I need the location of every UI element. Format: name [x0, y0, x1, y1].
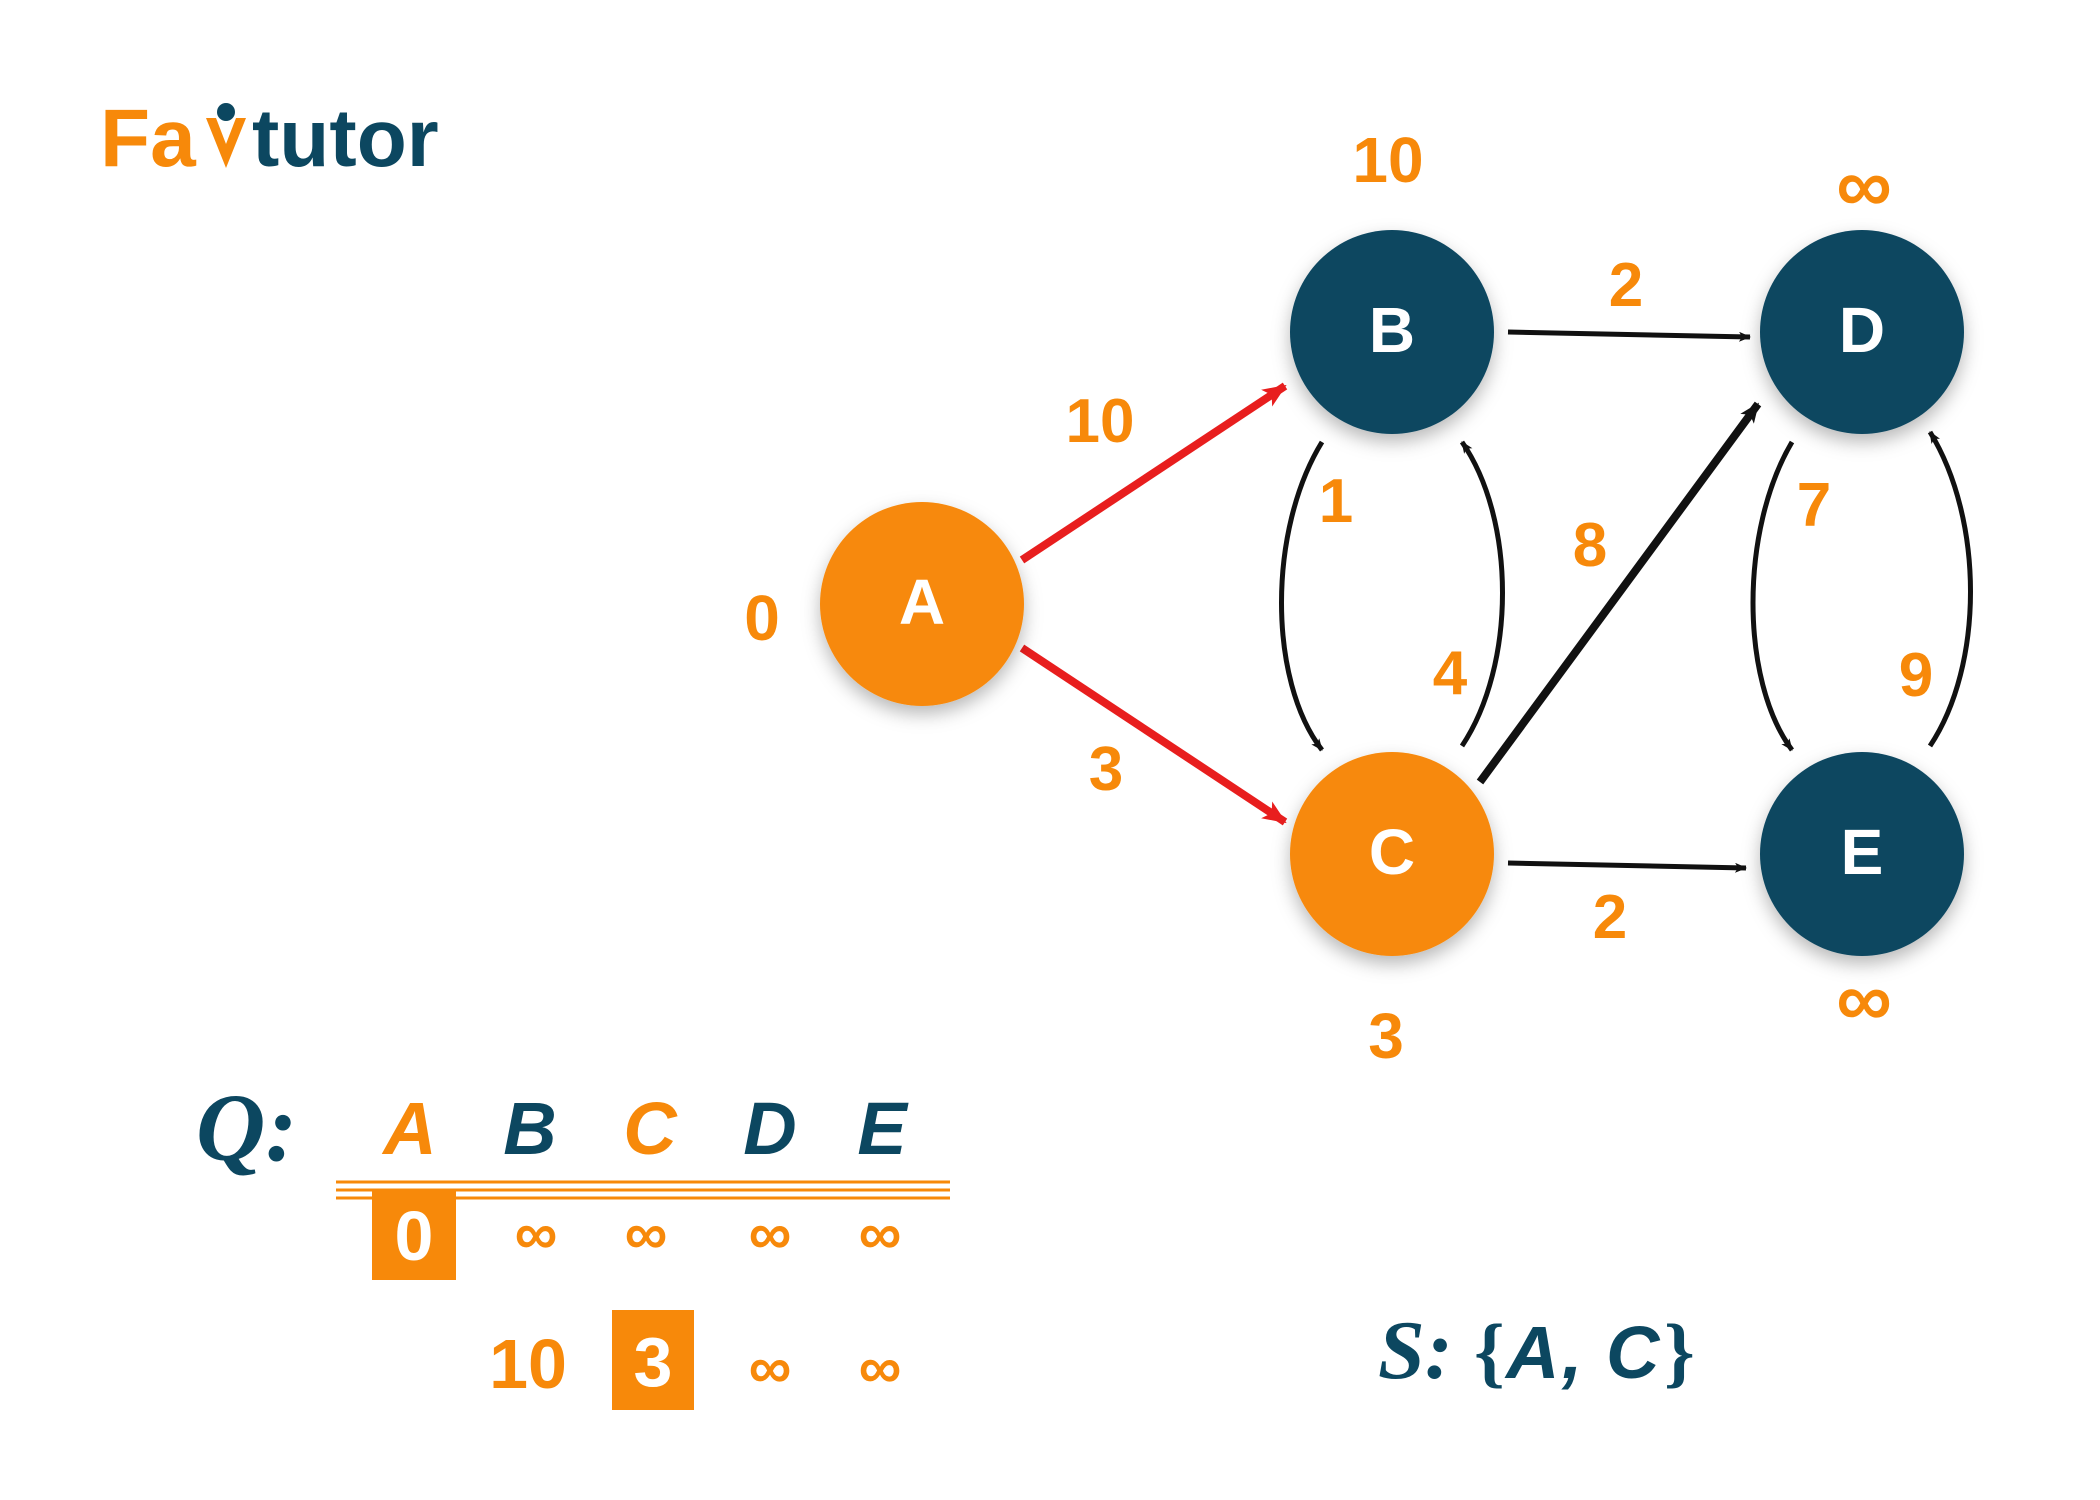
node-c: C: [1290, 752, 1494, 956]
node-d: D: [1760, 230, 1964, 434]
queue-header-d: D: [743, 1087, 796, 1170]
visited-set: S: { A , C }: [1378, 1304, 1695, 1397]
weight-b-c: 1: [1319, 467, 1353, 536]
queue-row-1-selected-box: [372, 1190, 456, 1280]
node-e-label: E: [1841, 816, 1884, 888]
distance-e: ∞: [1836, 955, 1892, 1043]
weight-c-d: 8: [1573, 511, 1607, 580]
weight-c-e: 2: [1593, 883, 1627, 952]
edge-a-b: [1019, 382, 1288, 564]
queue-header-b: B: [503, 1087, 556, 1170]
edge-a-c: [1019, 644, 1288, 826]
node-c-label: C: [1369, 816, 1415, 888]
edge-c-d: [1476, 401, 1762, 785]
queue-row-2-cell-d: ∞: [749, 1334, 792, 1401]
queue-header-a: A: [381, 1087, 436, 1170]
set-close-brace: }: [1664, 1308, 1695, 1395]
distance-b: 10: [1352, 124, 1423, 196]
queue-label: Q:: [196, 1074, 297, 1181]
node-e: E: [1760, 752, 1964, 956]
edge-d-e: [1750, 440, 1795, 752]
node-d-label: D: [1839, 294, 1885, 366]
queue-row-1-cell-a: 0: [395, 1197, 434, 1275]
distance-c: 3: [1368, 1000, 1404, 1072]
node-a-label: A: [899, 566, 945, 638]
queue-header-e: E: [857, 1087, 909, 1170]
set-separator: ,: [1561, 1311, 1583, 1394]
weight-c-b: 4: [1433, 639, 1468, 708]
node-b-label: B: [1369, 294, 1415, 366]
edge-b-c: [1279, 440, 1325, 752]
favtutor-logo: Fa tutor: [100, 93, 439, 184]
edge-c-e: [1507, 860, 1747, 873]
edge-c-b: [1459, 440, 1505, 748]
node-b: B: [1290, 230, 1494, 434]
set-member-c: C: [1606, 1311, 1661, 1394]
queue-row-1-cell-c: ∞: [625, 1200, 668, 1267]
weight-d-e: 7: [1797, 471, 1831, 540]
set-open-brace: {: [1474, 1308, 1505, 1395]
v-checkmark-person-icon: [206, 103, 246, 168]
edge-weights: 10 3 1 4 2 8 2 7 9: [1066, 251, 1934, 952]
edge-e-d: [1927, 430, 1973, 748]
queue-row-2-cell-c: 3: [634, 1323, 673, 1401]
queue-row-2-selected-box: [612, 1310, 694, 1410]
weight-a-b: 10: [1066, 387, 1135, 456]
queue-row-2: 10 3 ∞ ∞: [489, 1310, 901, 1410]
graph-nodes: A B C D E: [820, 230, 1964, 956]
queue-header-c: C: [623, 1087, 678, 1170]
set-member-a: A: [1504, 1311, 1559, 1394]
queue-row-1: 0 ∞ ∞ ∞ ∞: [372, 1190, 901, 1280]
edge-b-d: [1507, 329, 1751, 342]
queue-row-1-cell-b: ∞: [515, 1200, 558, 1267]
queue-row-2-cell-b: 10: [489, 1325, 567, 1403]
weight-a-c: 3: [1089, 735, 1123, 804]
set-label: S:: [1378, 1304, 1453, 1397]
graph-edges: [1019, 329, 1973, 873]
queue-row-2-cell-e: ∞: [859, 1334, 902, 1401]
queue-row-1-cell-d: ∞: [749, 1200, 792, 1267]
weight-b-d: 2: [1609, 251, 1643, 320]
weight-e-d: 9: [1899, 641, 1933, 710]
priority-queue-table: Q: A B C D E 0 ∞ ∞ ∞ ∞ 10 3 ∞: [196, 1074, 950, 1410]
node-distances: 0 10 3 ∞ ∞: [744, 124, 1892, 1072]
queue-row-1-cell-e: ∞: [859, 1200, 902, 1267]
distance-d: ∞: [1836, 141, 1892, 229]
node-a: A: [820, 502, 1024, 706]
logo-prefix: Fa: [100, 93, 197, 184]
logo-suffix: tutor: [252, 93, 439, 184]
distance-a: 0: [744, 582, 780, 654]
